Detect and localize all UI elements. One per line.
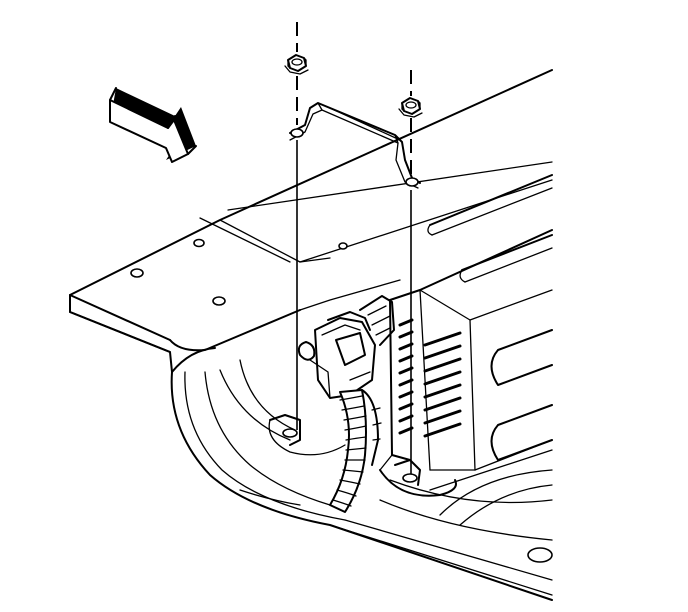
control-module [297,295,395,399]
mounting-bracket [289,102,421,189]
vent-slots [398,318,462,438]
wiring-harness [329,389,382,513]
floor-panel [69,69,553,601]
mounting-hole [338,242,348,250]
mounting-hole [212,296,226,306]
hex-nut-icon [284,54,309,75]
direction-arrow-icon [109,87,197,163]
installation-guide-lines [296,22,412,475]
mounting-hole [193,238,205,248]
bracket-foot [268,414,421,486]
mounting-hole [130,268,144,278]
module-housing [379,174,553,497]
hex-nut-icon [398,97,423,118]
